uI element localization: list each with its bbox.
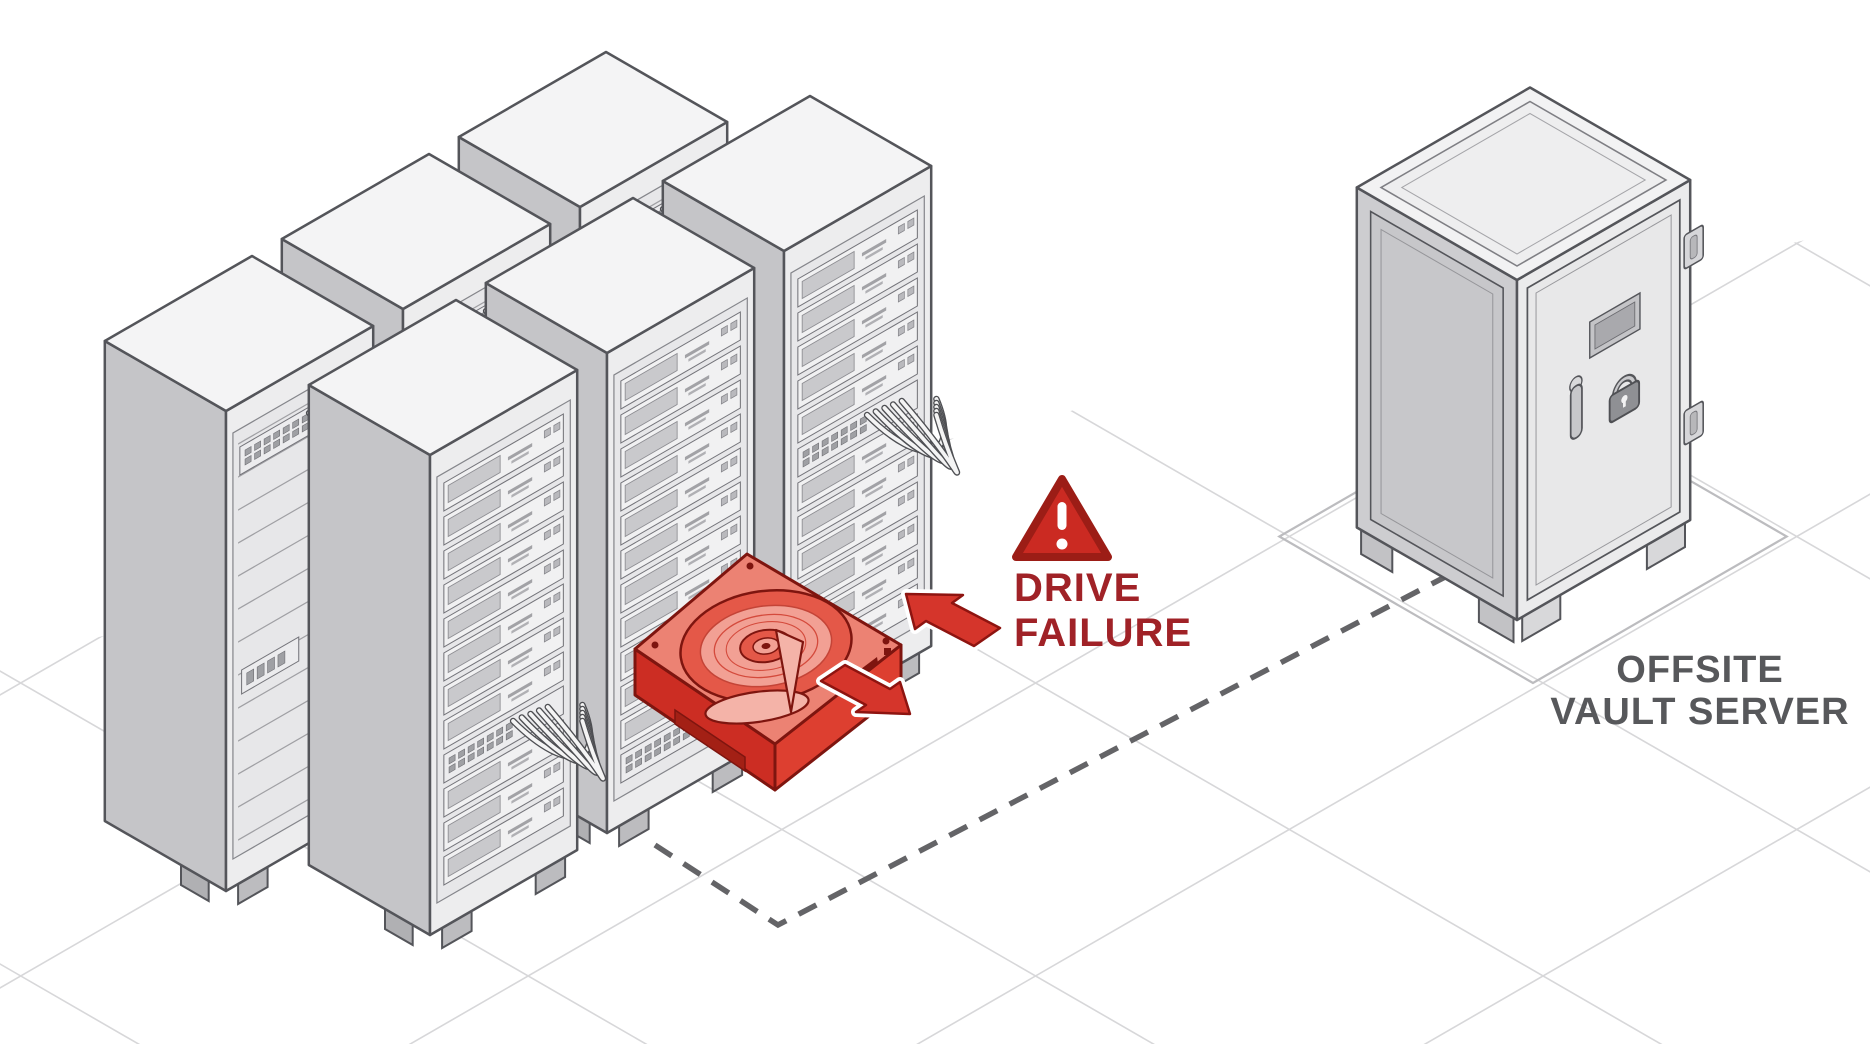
drive-failure-line2: FAILURE	[1014, 611, 1192, 655]
server-rack	[307, 298, 607, 950]
arrow-in-icon	[904, 592, 1002, 648]
offsite-backup-dashed-path	[653, 574, 1447, 929]
vault-door	[1526, 198, 1704, 602]
hdd-actuator-arm	[704, 689, 810, 725]
padlock-icon	[1608, 373, 1641, 424]
arrow-out-icon	[819, 663, 912, 716]
hdd-platter	[679, 588, 853, 704]
drive-failure-label: DRIVE FAILURE	[1014, 566, 1192, 655]
server-rack-cluster	[103, 50, 961, 950]
offsite-vault-safe	[1355, 86, 1704, 644]
offsite-vault-line1: OFFSITE	[1616, 649, 1783, 691]
drive-swap-arrows	[816, 589, 1005, 719]
offsite-vault-line2: VAULT SERVER	[1550, 691, 1849, 733]
drive-failure-line1: DRIVE	[1014, 566, 1141, 610]
warning-triangle-icon	[1008, 471, 1116, 565]
offsite-vault-label: OFFSITE VAULT SERVER	[1550, 649, 1849, 733]
